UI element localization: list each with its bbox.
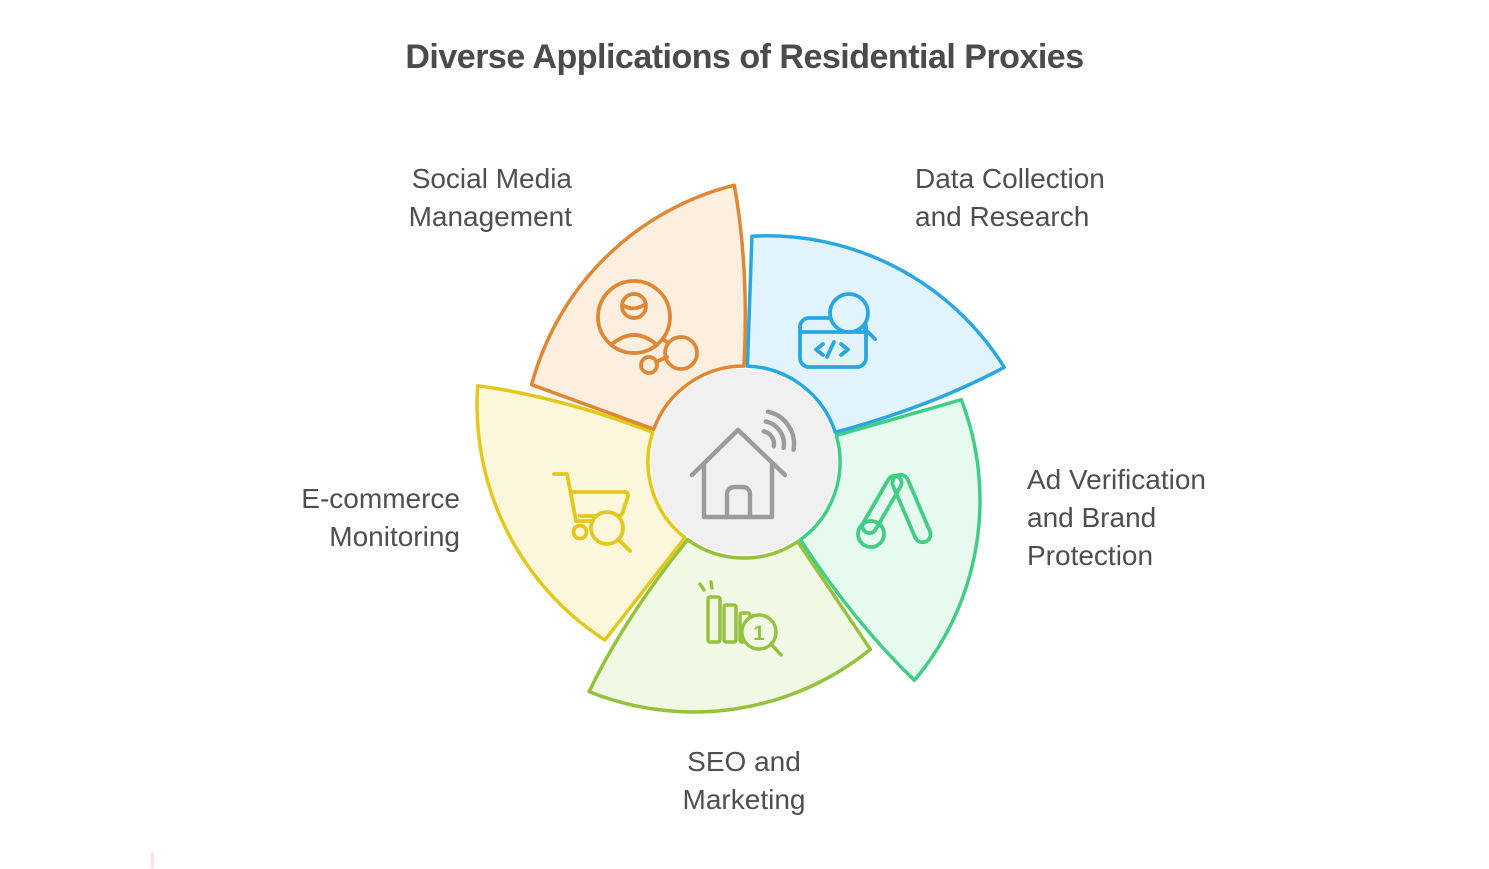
segment-seo-marketing	[587, 537, 873, 714]
browser-code-search-icon	[798, 292, 877, 369]
page-title: Diverse Applications of Residential Prox…	[405, 38, 1084, 76]
segment-label-ad-verification: Ad Verification and Brand Protection	[1027, 464, 1206, 571]
rank-number: 1	[753, 622, 765, 645]
segment-label-social-media: Social Media Management	[408, 163, 572, 232]
segment-label-data-collection: Data Collection and Research	[915, 163, 1105, 232]
cart-search-icon	[552, 472, 632, 553]
segment-ecommerce-monitoring	[475, 383, 687, 642]
center-hub	[651, 369, 837, 555]
ranking-chart-search-icon: 1	[698, 580, 783, 657]
house-wifi-icon	[689, 409, 797, 520]
segment-label-seo-marketing: SEO and Marketing	[682, 746, 806, 815]
user-network-icon	[596, 279, 699, 375]
segment-data-collection	[745, 234, 1007, 435]
segment-ad-verification	[798, 397, 982, 683]
stray-pink-mark	[151, 853, 154, 868]
google-ads-icon	[856, 472, 933, 549]
segment-label-ecommerce-monitoring: E-commerce Monitoring	[301, 483, 460, 552]
